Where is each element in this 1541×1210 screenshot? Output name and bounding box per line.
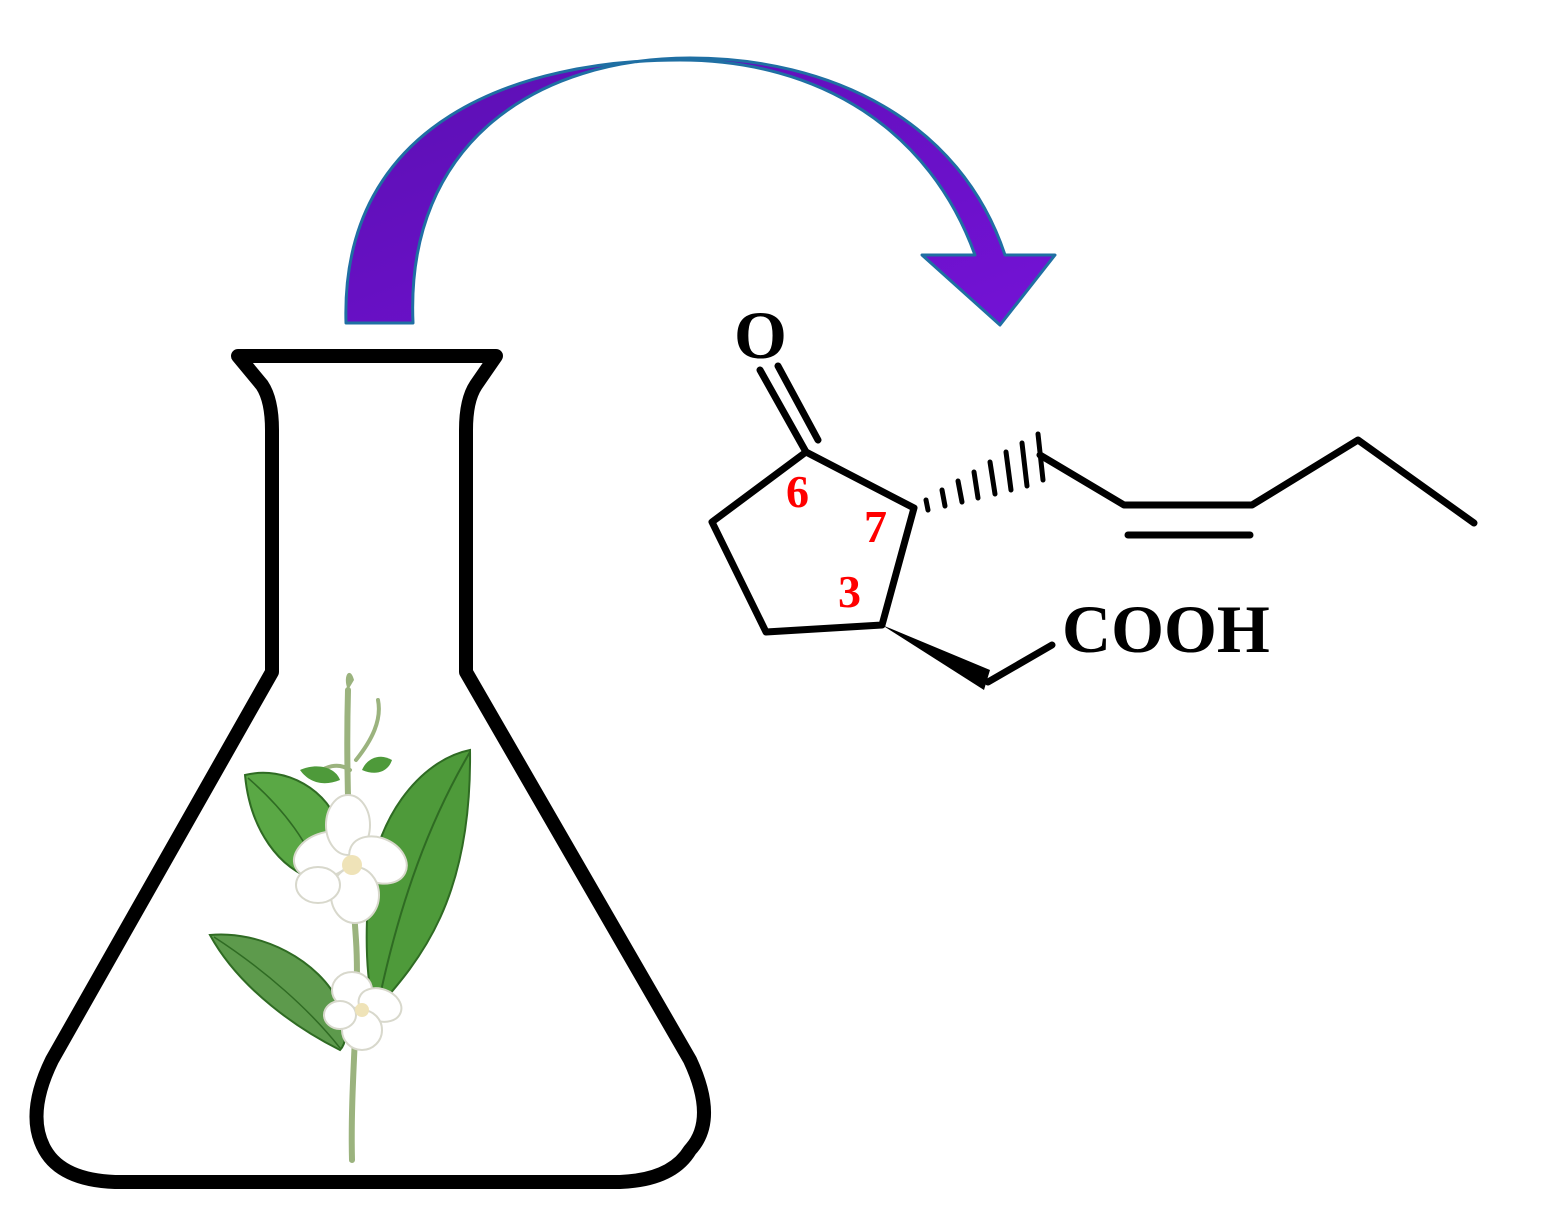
jasmonic-acid-structure (708, 362, 1478, 686)
leaf (208, 933, 347, 1052)
cyclopentanone-ring (708, 448, 918, 636)
locant-c7: 7 (864, 501, 887, 552)
pentenyl-chain (1036, 436, 1478, 527)
carbonyl-bond (756, 366, 810, 456)
ch2-bond (984, 641, 1056, 686)
cooh-label: COOH (1062, 591, 1270, 667)
jasmine-flower-icon (208, 672, 472, 1163)
erlenmeyer-flask-icon (29, 349, 711, 1189)
wedge-bond (882, 625, 990, 690)
oxygen-label: O (734, 297, 787, 373)
arrow-body (344, 56, 1057, 327)
hashed-bond (923, 431, 1046, 513)
leaf (300, 766, 340, 784)
curved-arrow-icon (344, 56, 1057, 327)
carbonyl-bond (774, 362, 822, 444)
locant-c3: 3 (838, 566, 861, 617)
leaf (362, 756, 392, 773)
flower (323, 971, 403, 1051)
plant-stem (344, 687, 360, 1163)
leaf-vein (377, 751, 471, 1006)
plant-branch (354, 698, 381, 762)
bud (345, 672, 354, 690)
flask-outline (29, 349, 711, 1189)
locant-c6: 6 (786, 466, 809, 517)
leaf-vein (213, 936, 341, 1049)
flower (293, 794, 408, 924)
